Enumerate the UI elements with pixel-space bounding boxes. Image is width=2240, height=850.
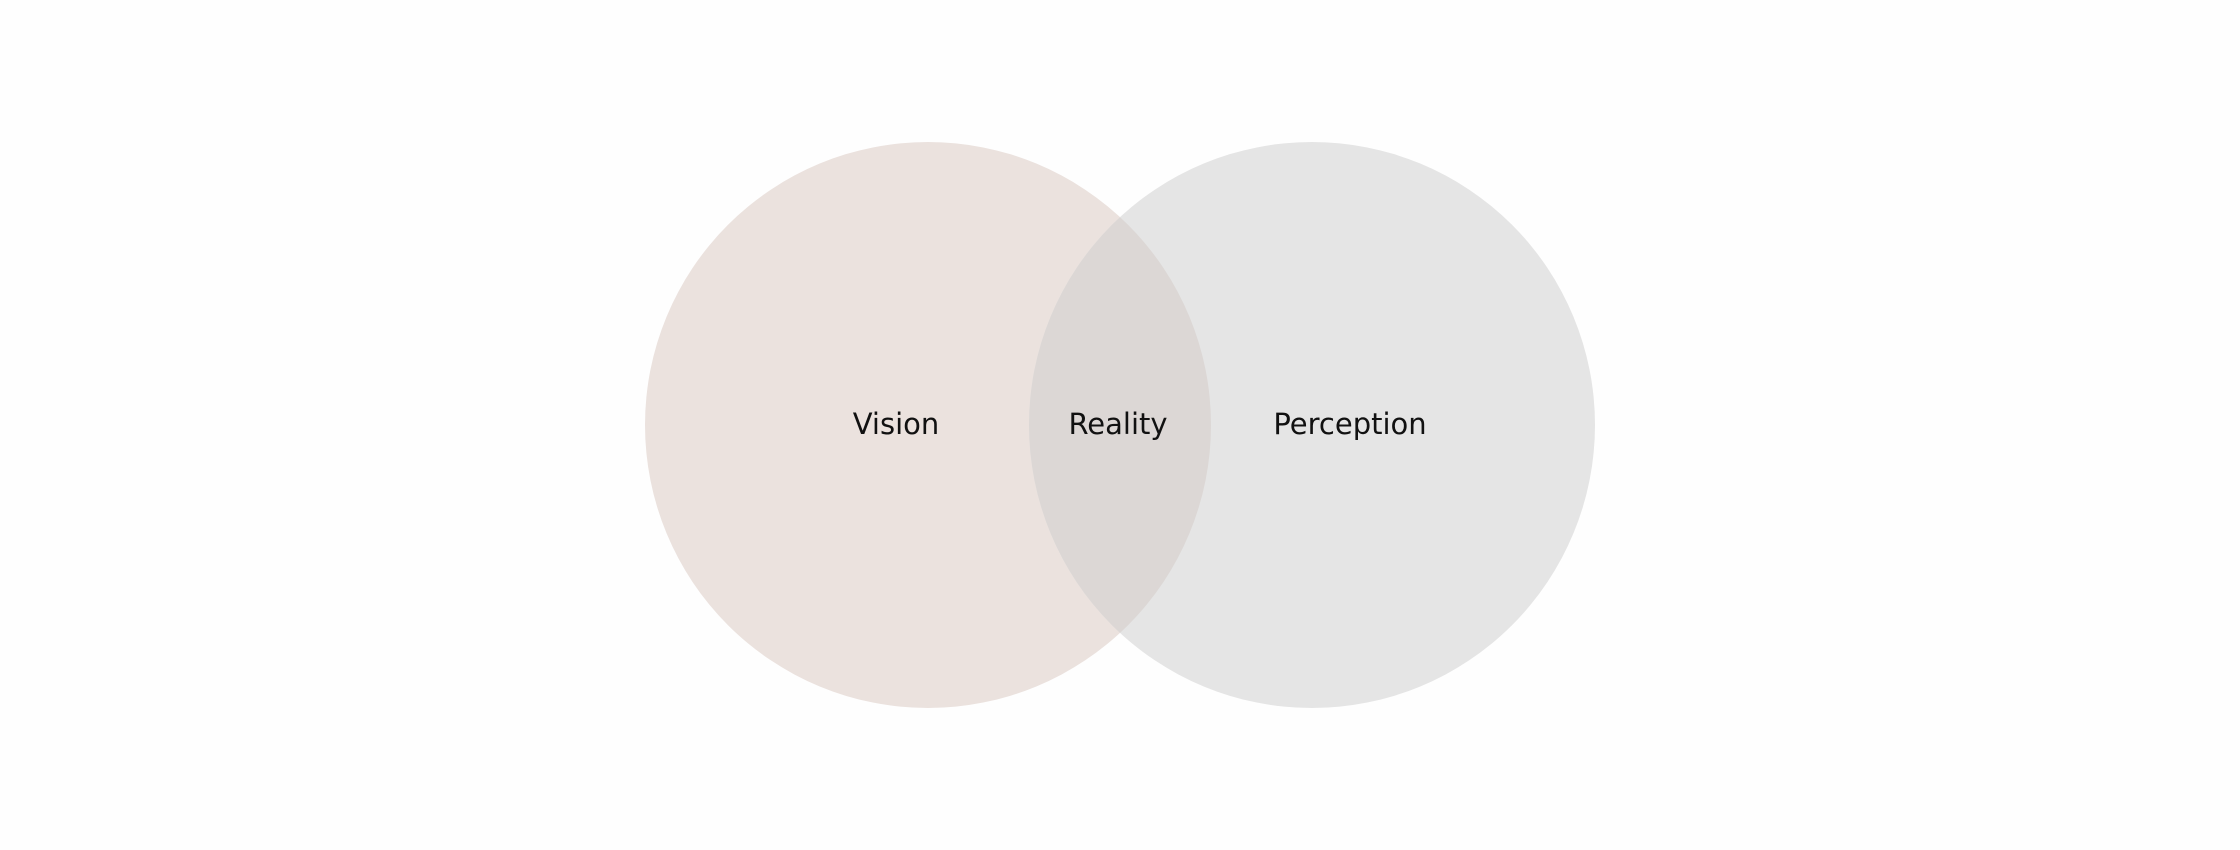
label-vision: Vision bbox=[853, 407, 940, 441]
label-reality: Reality bbox=[1068, 407, 1167, 441]
venn-intersection-region bbox=[1029, 142, 1211, 708]
label-perception: Perception bbox=[1273, 407, 1426, 441]
